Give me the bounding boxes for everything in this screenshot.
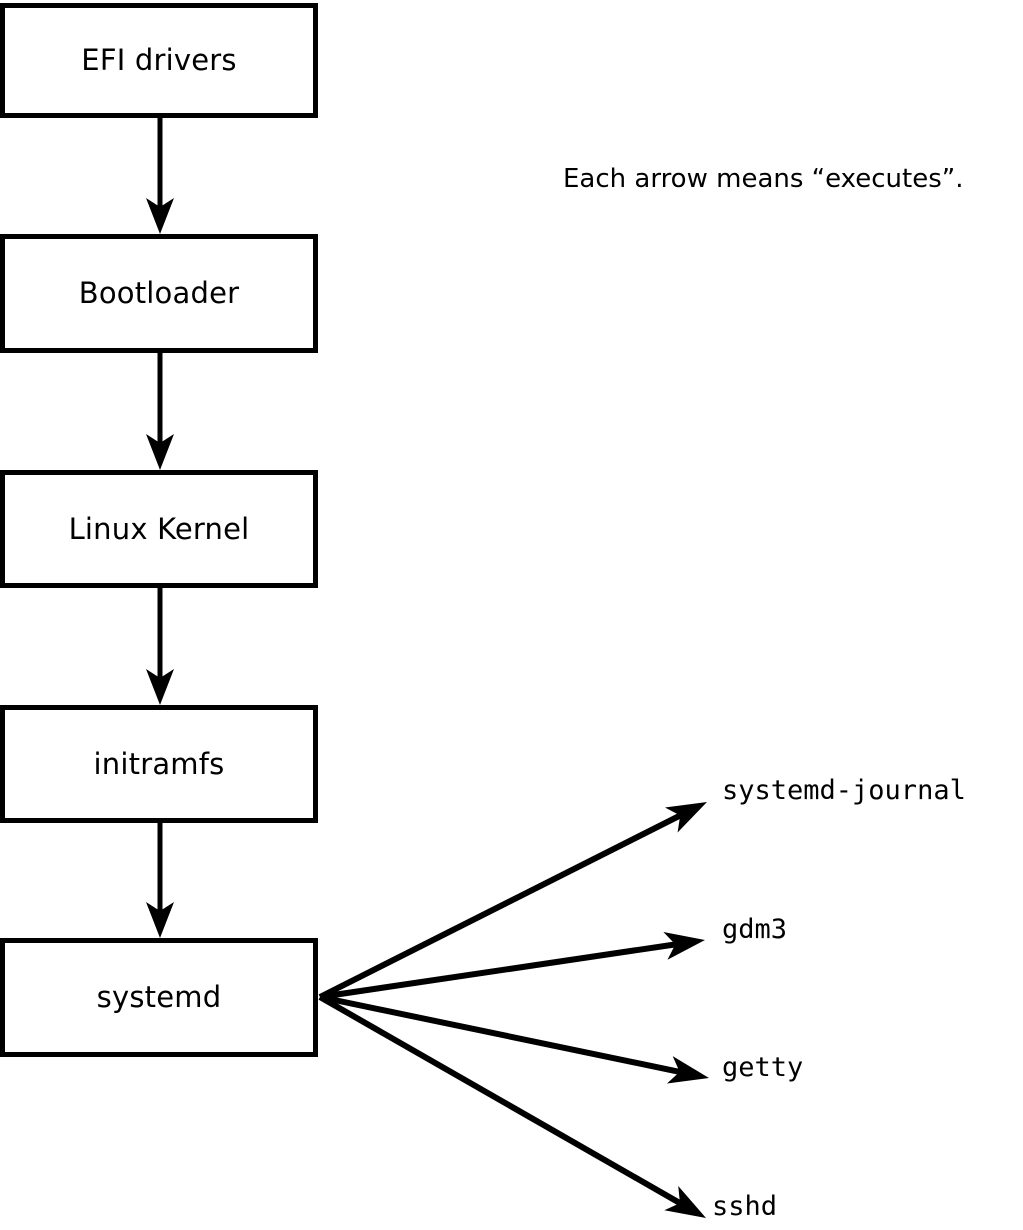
service-label-gdm3[interactable]: gdm3 — [722, 914, 788, 945]
arrow-head-systemd-to-systemd-journal — [664, 802, 707, 833]
arrow-head-efi-to-bootloader — [146, 198, 174, 234]
chain-arrow-group — [146, 118, 174, 938]
arrow-head-systemd-to-sshd — [664, 1185, 706, 1218]
service-label-systemd-journal[interactable]: systemd-journal — [722, 775, 966, 806]
stage-box-bootloader[interactable]: Bootloader — [0, 234, 318, 353]
arrow-line-systemd-to-gdm3 — [319, 941, 678, 1000]
arrow-line-systemd-to-systemd-journal — [318, 811, 684, 1000]
stage-label-bootloader: Bootloader — [78, 276, 240, 310]
arrow-line-systemd-to-sshd — [318, 994, 684, 1207]
stage-label-efi-drivers: EFI drivers — [81, 43, 237, 77]
arrow-head-systemd-to-gdm3 — [663, 932, 705, 960]
legend-note: Each arrow means “executes”. — [563, 164, 964, 194]
stage-label-initramfs: initramfs — [93, 746, 225, 781]
arrow-line-systemd-to-getty — [319, 994, 683, 1076]
stage-box-systemd[interactable]: systemd — [0, 938, 318, 1057]
stage-box-linux-kernel[interactable]: Linux Kernel — [0, 470, 318, 588]
arrow-head-systemd-to-getty — [666, 1056, 709, 1084]
stage-label-linux-kernel: Linux Kernel — [68, 511, 250, 546]
service-label-sshd[interactable]: sshd — [712, 1191, 778, 1222]
fanout-arrow-group — [318, 802, 709, 1218]
arrow-head-bootloader-to-kernel — [146, 434, 174, 470]
stage-label-systemd: systemd — [96, 980, 222, 1014]
arrow-head-kernel-to-initramfs — [146, 669, 174, 705]
stage-box-initramfs[interactable]: initramfs — [0, 705, 318, 823]
service-label-getty[interactable]: getty — [722, 1052, 804, 1083]
arrow-head-initramfs-to-systemd — [146, 902, 174, 938]
stage-box-efi-drivers[interactable]: EFI drivers — [0, 3, 318, 118]
